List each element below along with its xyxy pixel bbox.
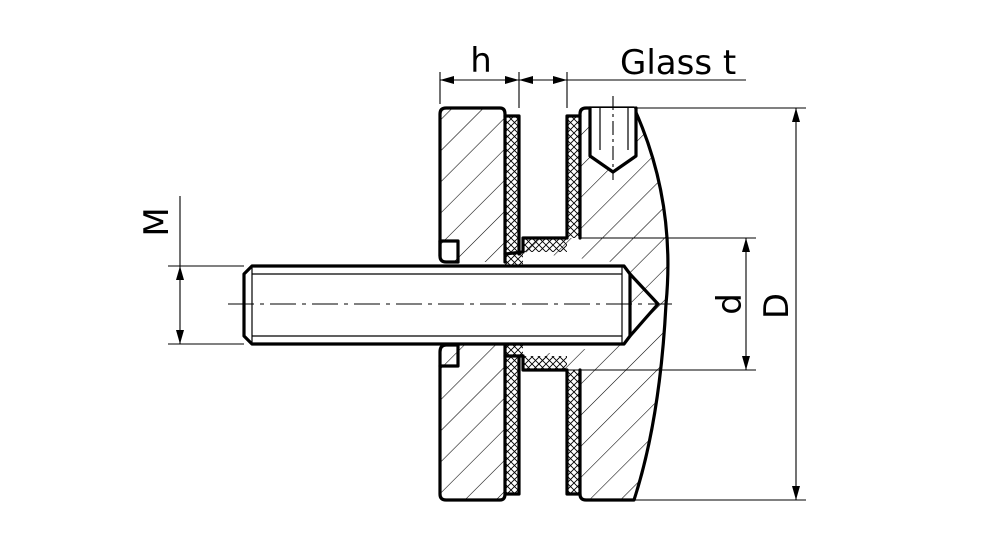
back-plate <box>438 106 507 502</box>
dimension-glass-t: Glass t <box>519 43 746 108</box>
label-M: M <box>137 207 177 236</box>
dimension-h: h <box>439 41 520 108</box>
label-D: D <box>757 293 797 319</box>
dimension-M: M <box>137 196 244 345</box>
dimension-D: D <box>634 107 806 501</box>
label-h: h <box>470 41 492 81</box>
label-glass-t: Glass t <box>620 43 736 83</box>
left-gasket <box>503 114 521 496</box>
dimension-d: d <box>523 237 756 371</box>
threaded-bolt <box>228 264 672 346</box>
label-d: d <box>710 293 750 315</box>
front-cap <box>523 96 670 502</box>
